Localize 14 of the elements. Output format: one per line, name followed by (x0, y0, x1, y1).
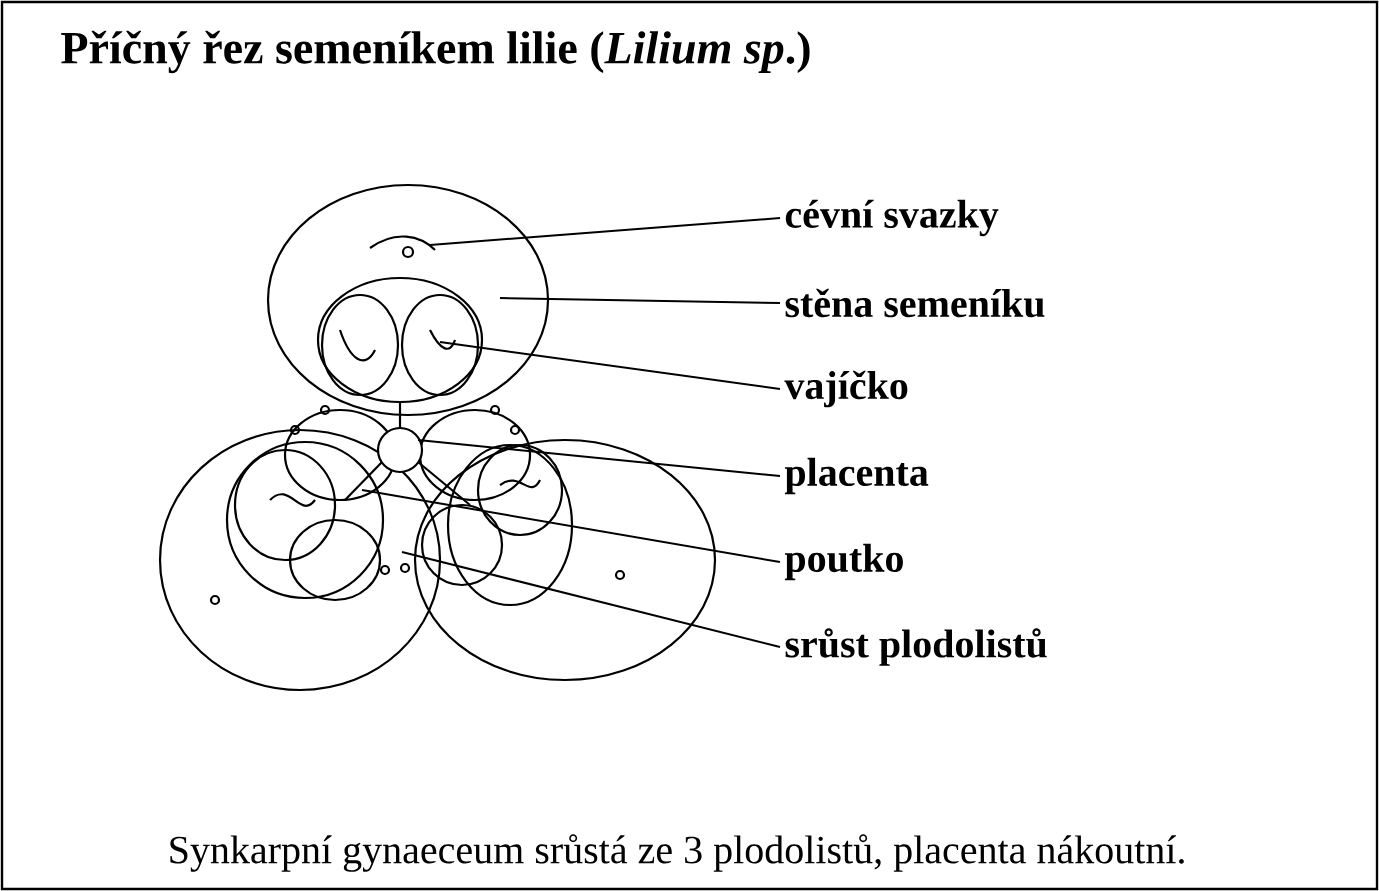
part-label: stěna semeníku (785, 288, 1045, 318)
leader-line (499, 297, 781, 304)
leader-line (429, 217, 781, 246)
part-label: srůst plodolistů (785, 628, 1047, 666)
part-label: placenta (784, 457, 929, 495)
part-label: cévní svazky (785, 199, 999, 237)
leader-line (417, 439, 781, 477)
part-label: poutko (784, 543, 903, 581)
leader-line (439, 341, 781, 390)
leader-line (401, 551, 781, 648)
title: Příčný řez semeníkem lilie (Lilium sp.) (61, 30, 810, 74)
caption: Synkarpní gynaeceum srůstá ze 3 plodolistů, placenta nákoutní. (170, 834, 1184, 872)
leader-line (361, 489, 781, 563)
part-label: vajíčko (784, 370, 908, 408)
